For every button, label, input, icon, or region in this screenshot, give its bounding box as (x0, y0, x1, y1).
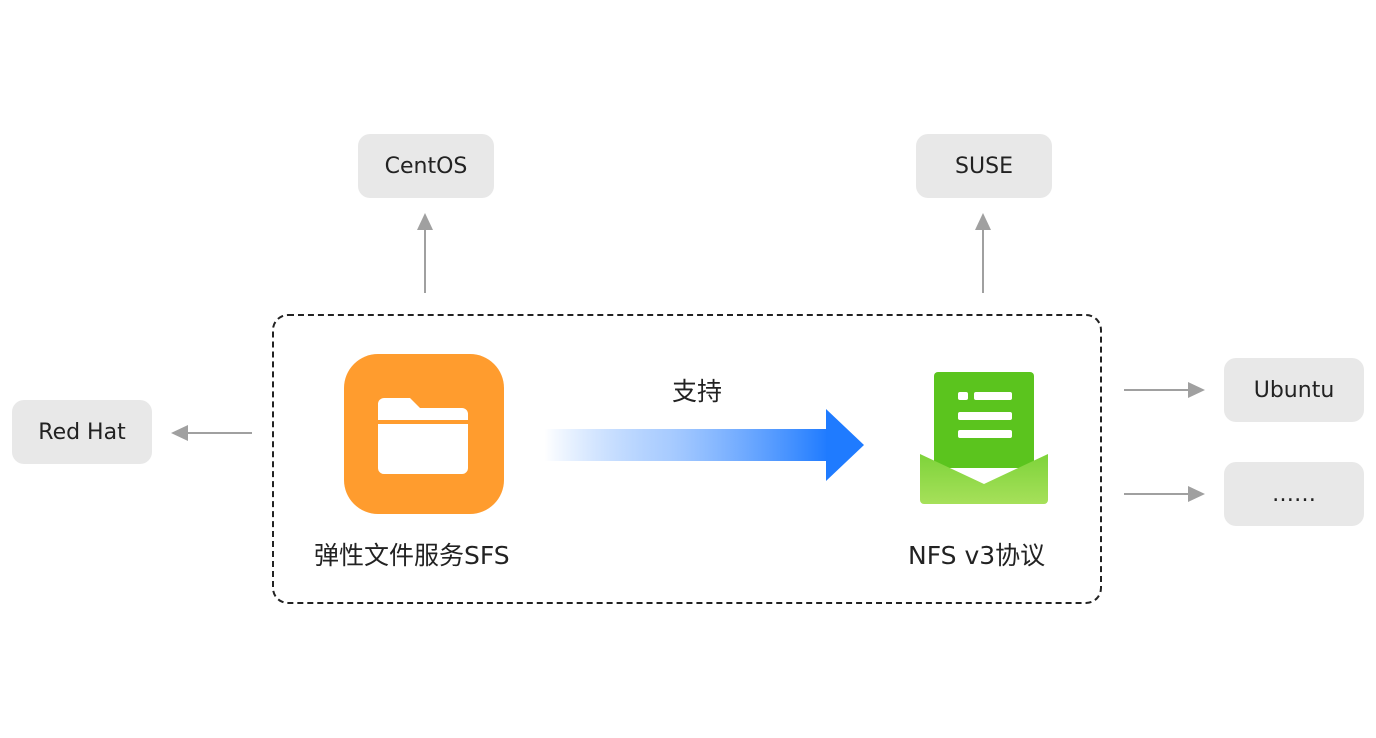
node-centos: CentOS (358, 134, 494, 198)
node-more: …… (1224, 462, 1364, 526)
node-suse: SUSE (916, 134, 1052, 198)
folder-icon (344, 354, 504, 514)
arrow-to-suse (975, 213, 991, 293)
arrow-to-centos (417, 213, 433, 293)
document-envelope-icon (920, 372, 1048, 504)
node-redhat: Red Hat (12, 400, 152, 464)
node-suse-label: SUSE (955, 153, 1013, 179)
sfs-label: 弹性文件服务SFS (314, 541, 510, 570)
arrow-to-redhat (171, 425, 252, 441)
node-ubuntu: Ubuntu (1224, 358, 1364, 422)
node-more-label: …… (1272, 481, 1316, 507)
support-arrow (544, 409, 864, 481)
nfs-label: NFS v3协议 (908, 541, 1046, 570)
support-label: 支持 (672, 377, 723, 406)
node-centos-label: CentOS (384, 153, 468, 179)
node-redhat-label: Red Hat (38, 419, 126, 445)
node-ubuntu-label: Ubuntu (1253, 377, 1335, 403)
arrow-to-more (1124, 486, 1205, 502)
arrow-to-ubuntu (1124, 382, 1205, 398)
sfs-group-frame (272, 314, 1102, 604)
